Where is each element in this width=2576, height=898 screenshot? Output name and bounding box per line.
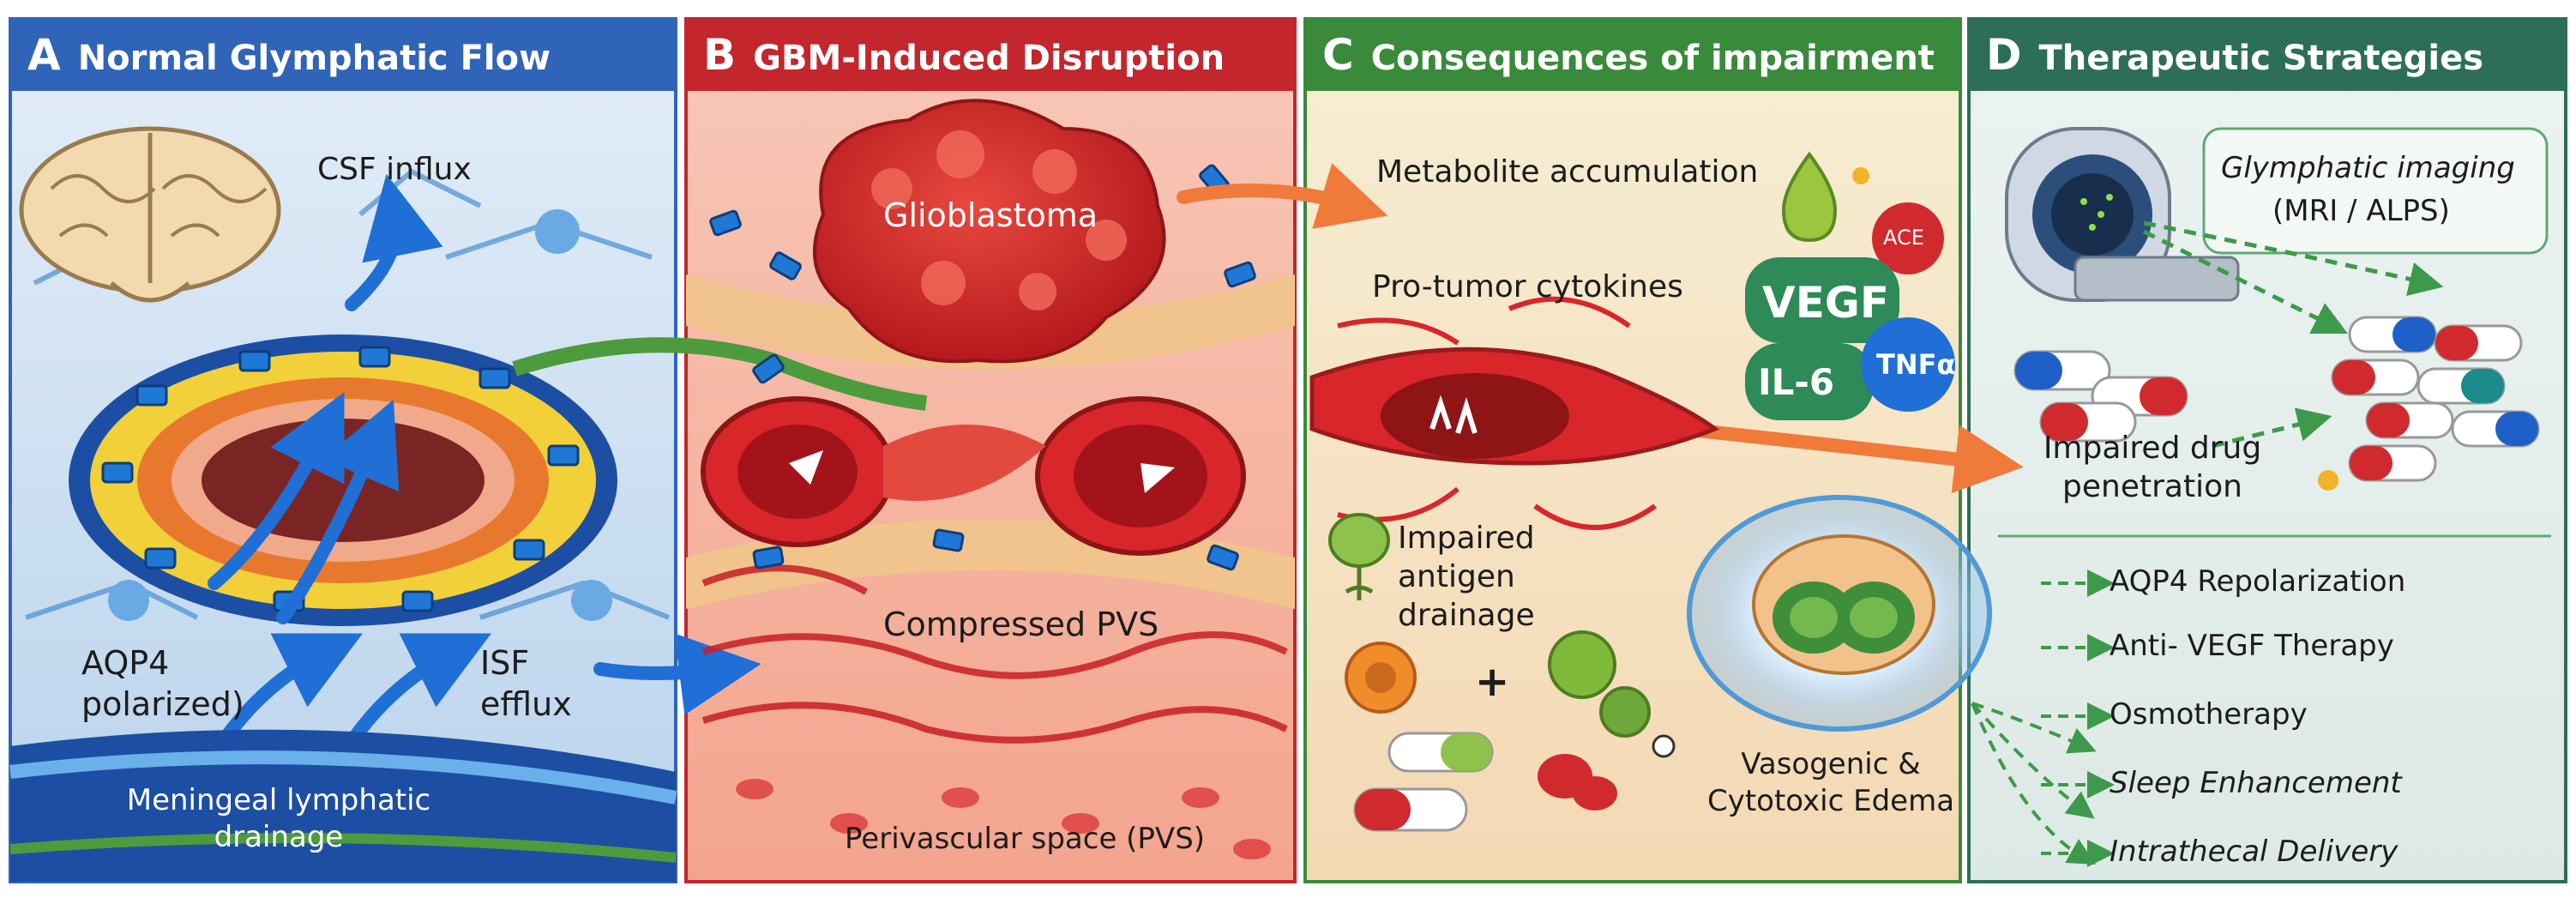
panel-d-letter: D — [1986, 30, 2022, 80]
panel-b-header: B GBM-Induced Disruption — [686, 19, 1295, 91]
cytokines-label: Pro-tumor cytokines — [1372, 269, 1683, 304]
csf-influx-label: CSF influx — [317, 152, 472, 187]
pvs-label: Perivascular space (PVS) — [845, 822, 1206, 856]
panel-a-header: A Normal Glymphatic Flow — [10, 19, 676, 91]
meningeal-drainage-label: Meningeal lymphatic drainage — [126, 783, 431, 854]
antigen-label: Impaired antigen drainage — [1398, 521, 1535, 633]
aqp4-label: AQP4 polarized) — [81, 644, 244, 723]
antigen-node-icon — [1328, 513, 1390, 600]
strategy-item: AQP4 Repolarization — [2110, 564, 2406, 599]
panel-a-title: Normal Glymphatic Flow — [77, 39, 551, 78]
tumor-icon — [813, 99, 1166, 364]
isf-efflux-label: ISF efflux — [480, 644, 572, 723]
strategy-item: Sleep Enhancement — [2110, 766, 2402, 800]
brain-icon — [19, 126, 281, 303]
il6-label: IL-6 — [1758, 361, 1835, 403]
panel-c-letter: C — [1322, 30, 1354, 80]
metabolite-label: Metabolite accumulation — [1376, 154, 1759, 190]
strategy-item: Osmotherapy — [2110, 697, 2308, 732]
tnfa-label: TNFα — [1876, 348, 1956, 381]
compressed-pvs-label: Compressed PVS — [883, 606, 1159, 643]
panel-d-header: D Therapeutic Strategies — [1969, 19, 2566, 91]
mri-scanner-icon — [2005, 127, 2240, 302]
vegf-label: VEGF — [1762, 278, 1890, 328]
panel-b-letter: B — [703, 30, 737, 80]
panel-b-title: GBM-Induced Disruption — [753, 39, 1225, 78]
panel-c-header: C Consequences of impairment — [1305, 19, 1960, 91]
edema-label: Vasogenic & Cytotoxic Edema — [1706, 747, 1955, 818]
panel-c-title: Consequences of impairment — [1370, 39, 1935, 78]
imaging-label: Glymphatic imaging — [2221, 151, 2515, 185]
strategy-item: Intrathecal Delivery — [2110, 835, 2398, 869]
ace-label: ACE — [1883, 226, 1924, 250]
il6-bubble — [1745, 343, 1874, 420]
ace-bubble — [1872, 202, 1944, 274]
tnfa-bubble — [1861, 317, 1955, 412]
plus-sign: + — [1475, 658, 1510, 706]
imaging-sub-label: (MRI / ALPS) — [2272, 194, 2450, 228]
vegf-bubble — [1745, 257, 1899, 343]
glioblastoma-label: Glioblastoma — [883, 196, 1098, 234]
drug-penetration-label: Impaired drug penetration — [2043, 431, 2262, 504]
metabolite-droplet-icon — [1781, 151, 1838, 243]
strategy-item: Anti- VEGF Therapy — [2110, 629, 2394, 663]
panel-a-letter: A — [27, 30, 61, 80]
panel-d-title: Therapeutic Strategies — [2038, 39, 2484, 78]
